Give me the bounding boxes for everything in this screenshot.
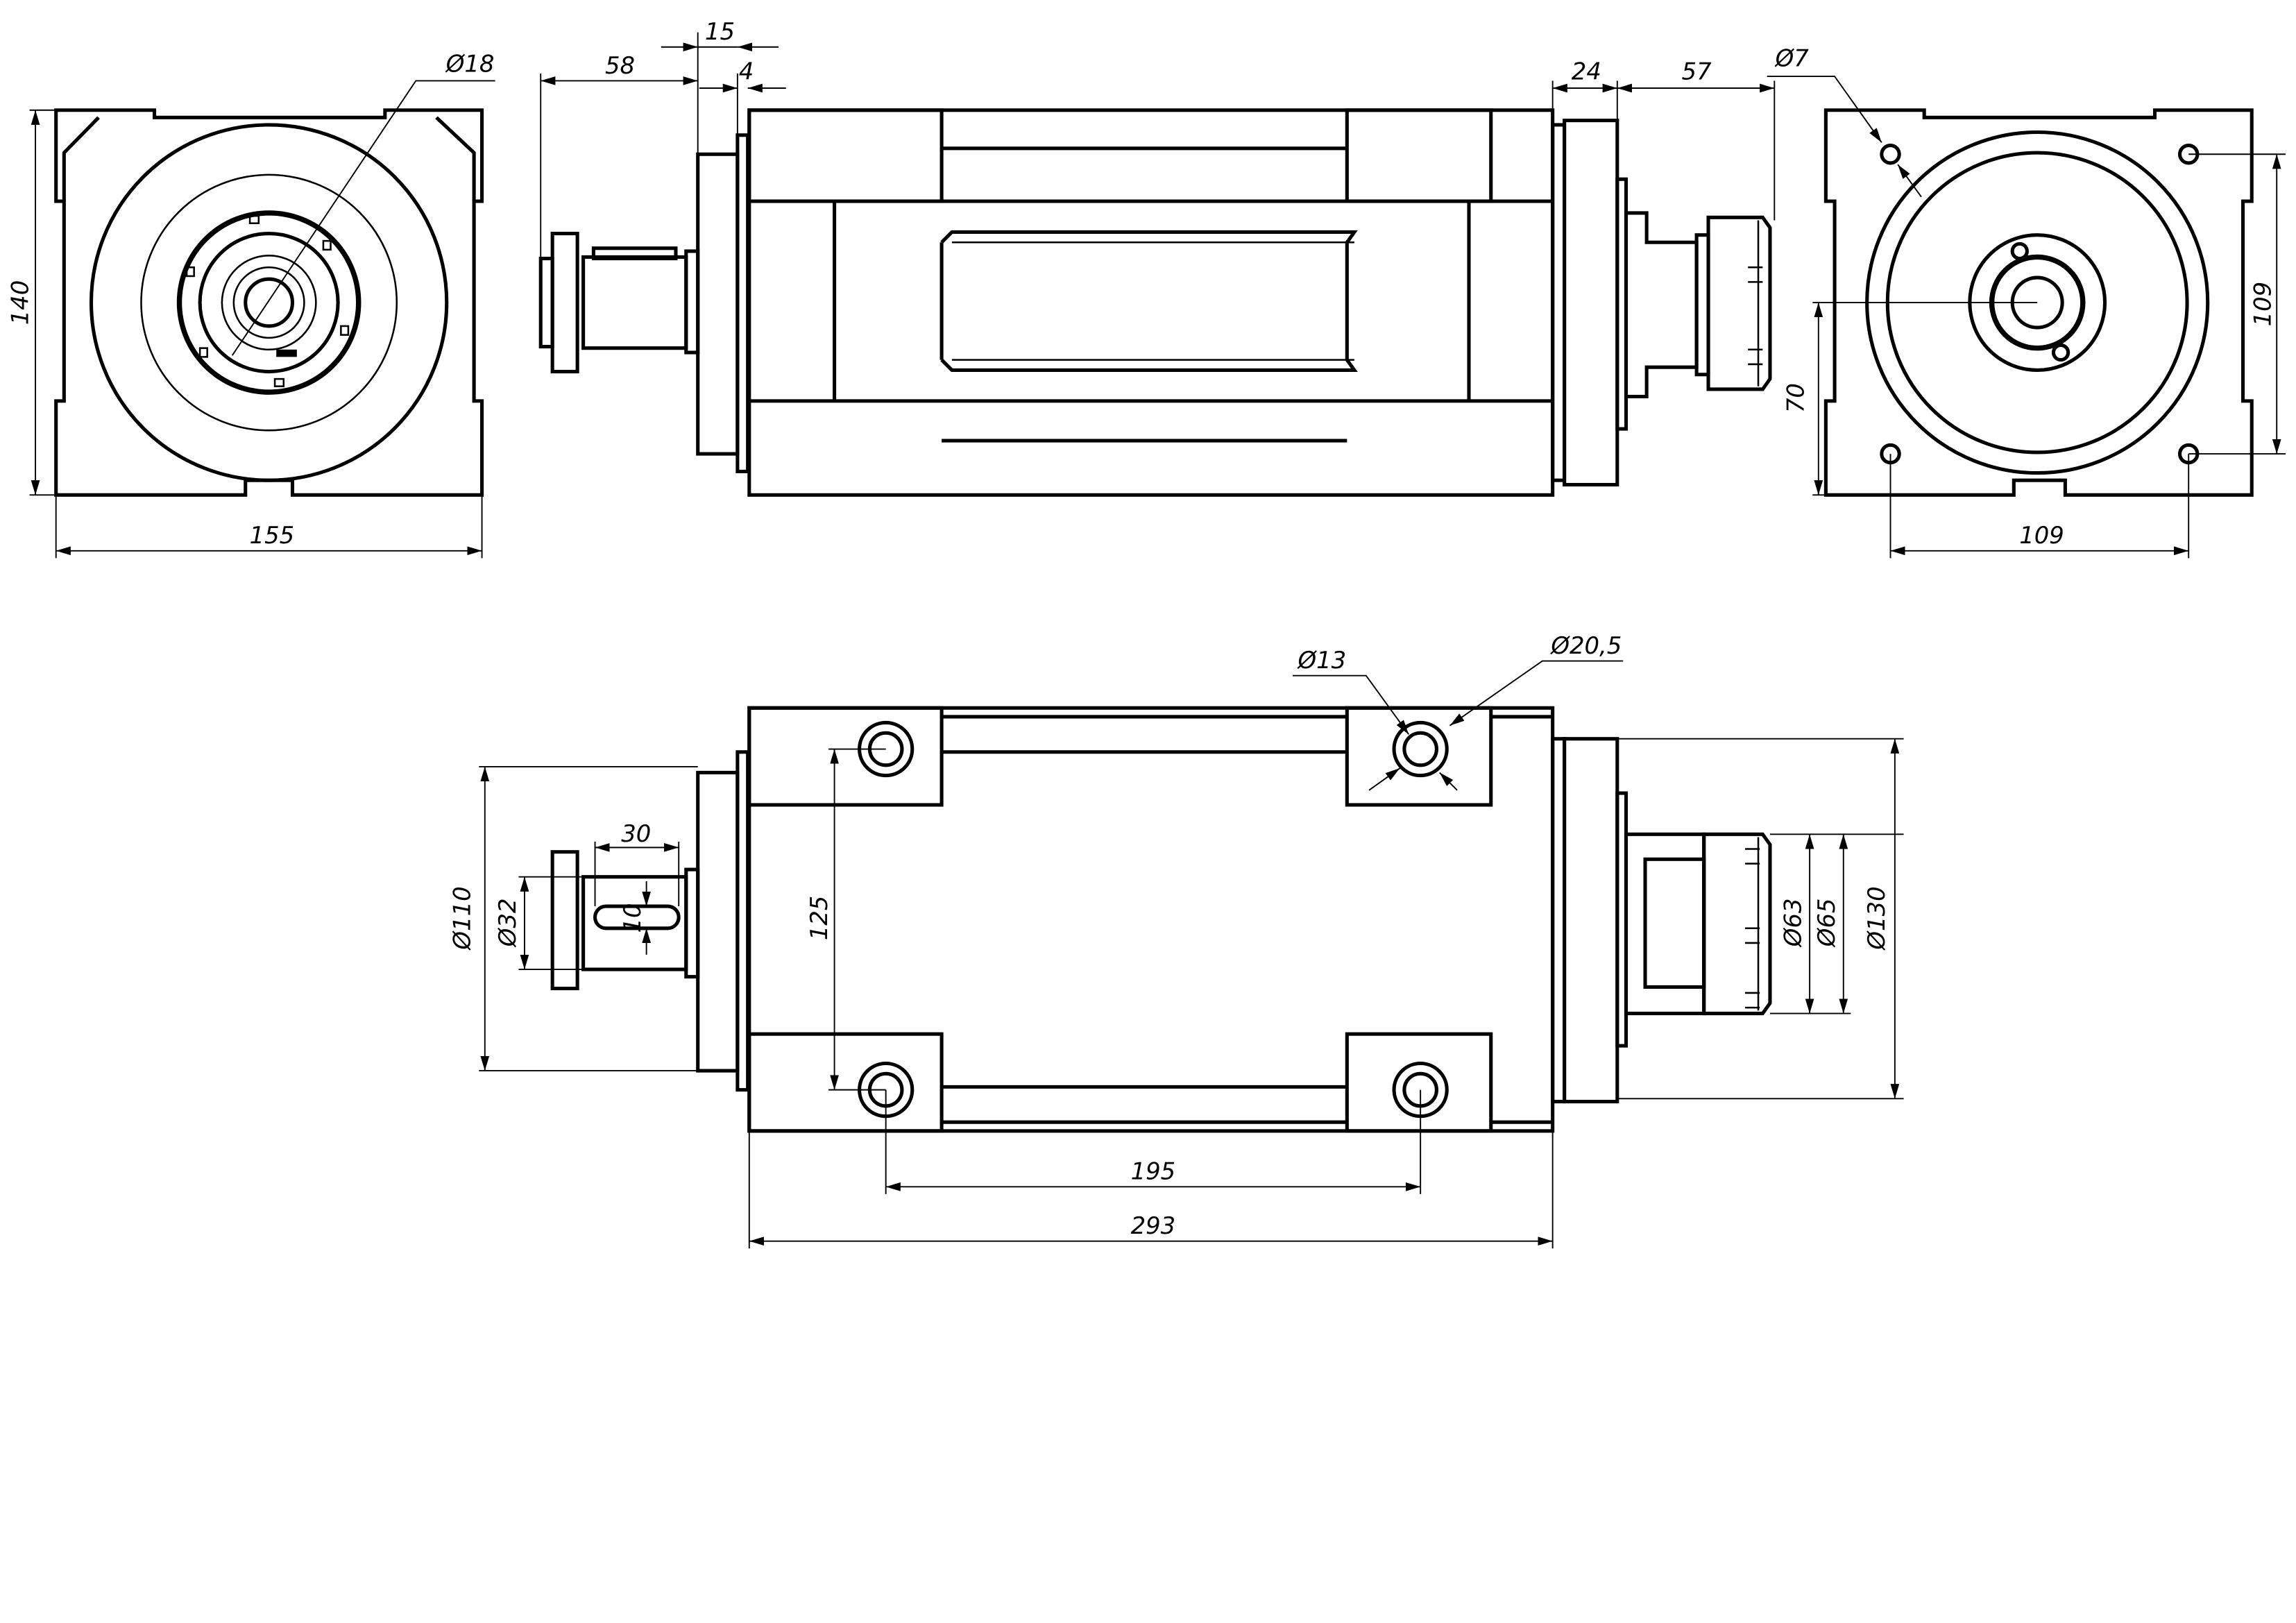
inner-ring	[221, 255, 317, 351]
bore-leader	[231, 80, 495, 356]
flange-thickness-label: 15	[705, 18, 735, 45]
hole-leader	[1767, 76, 1882, 143]
shaft-length-label: 58	[605, 52, 635, 79]
nut-slot-icons	[185, 214, 350, 387]
key-length-label: 30	[621, 820, 651, 847]
plan-view: Ø110 Ø32 30 10 125 195 293 Ø13 Ø20,5 Ø63…	[449, 632, 1904, 1249]
height-label: 140	[6, 280, 33, 325]
mount-holes	[858, 720, 1449, 1119]
rear-flange-plate	[696, 152, 740, 456]
front-flange-label: 24	[1572, 58, 1601, 85]
shaft-body	[581, 255, 688, 350]
mount-block	[747, 108, 944, 203]
rear-thin-plate	[735, 133, 750, 474]
chamfer-outline	[62, 116, 476, 201]
nose-inner	[1643, 857, 1706, 989]
shaft-collar	[684, 867, 700, 979]
body-lines	[749, 146, 1553, 443]
mount-block	[1345, 1032, 1493, 1133]
key-slot	[593, 904, 681, 931]
bore-diameter-label: Ø18	[445, 51, 495, 78]
rear-thin-plate	[735, 750, 750, 1092]
mount-block	[747, 706, 944, 807]
mount-block	[747, 1032, 944, 1133]
mount-horizontal-label: 195	[1131, 1158, 1176, 1185]
shaft-diameter-label: Ø32	[494, 898, 521, 948]
collet-diameter-label: Ø63	[1779, 898, 1806, 948]
outer-flange-circle	[89, 123, 449, 482]
hole-diameter-label: Ø13	[1296, 647, 1346, 674]
front-flange	[1563, 119, 1619, 487]
spindle-nose	[1624, 211, 1699, 399]
stator-drum	[939, 230, 1358, 372]
shaft-flange	[550, 232, 579, 374]
flange-face-circle	[140, 173, 398, 432]
nose-length-label: 57	[1682, 58, 1712, 85]
hole-leader	[1292, 674, 1409, 735]
inner-ring-2	[232, 266, 305, 339]
motor-body	[747, 108, 1555, 497]
counterbore-leader	[1449, 660, 1624, 726]
key-width-label: 10	[619, 903, 646, 933]
shaft-flange	[550, 850, 579, 991]
shaft-end	[538, 257, 554, 349]
rear-view: Ø7 70 109 109	[1767, 44, 2286, 559]
plate-thickness-label: 4	[739, 58, 754, 85]
vertical-spacing-label: 109	[2250, 282, 2277, 327]
nose-flange-diameter-label: Ø130	[1863, 886, 1890, 951]
shaft-collar	[684, 249, 700, 355]
body-length-label: 293	[1131, 1212, 1176, 1239]
collet-slots	[1748, 220, 1763, 386]
collet-nut-ring	[176, 210, 362, 395]
mount-hole	[1880, 144, 1901, 165]
nut-diameter-label: Ø65	[1813, 898, 1840, 948]
collet-nut	[1702, 832, 1772, 1016]
axis-height-label: 70	[1783, 383, 1810, 413]
flange-diameter-label: Ø110	[449, 886, 476, 951]
width-label: 155	[250, 522, 295, 549]
horizontal-spacing-label: 109	[2019, 522, 2064, 549]
counterbore-diameter-label: Ø20,5	[1549, 632, 1622, 659]
bore-circle	[244, 277, 295, 328]
mount-vertical-label: 125	[806, 896, 833, 941]
collet-ring	[198, 232, 340, 374]
housing-outline	[54, 108, 484, 497]
collet-nut	[1706, 215, 1772, 391]
hole-diameter-label: Ø7	[1774, 44, 1810, 71]
housing-outline	[1823, 108, 2254, 497]
rear-flange-plate	[696, 770, 740, 1073]
front-flange	[1563, 737, 1619, 1104]
small-hole	[2010, 241, 2029, 261]
mount-block	[1345, 108, 1493, 203]
front-view: Ø18 140 155	[6, 51, 495, 559]
mount-block	[1345, 706, 1493, 807]
small-hole	[2051, 343, 2070, 362]
side-view: 58 15 4 24 57	[538, 18, 1776, 497]
shaft-key	[591, 246, 678, 261]
